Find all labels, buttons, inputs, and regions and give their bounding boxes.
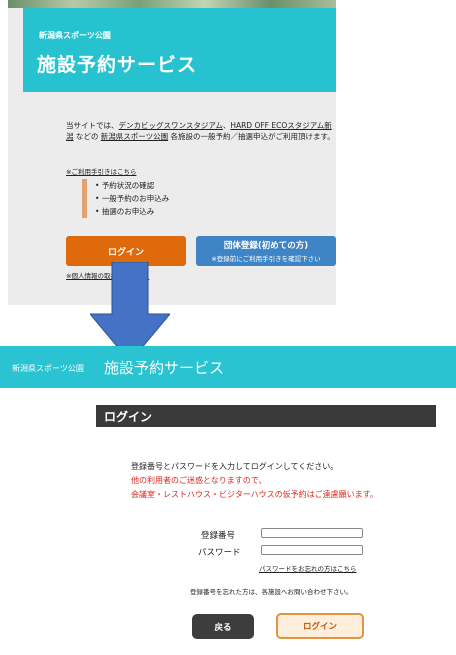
instruction-text: 登録番号とパスワードを入力してログインしてください。 xyxy=(131,462,339,471)
login-submit-button[interactable]: ログイン xyxy=(276,613,364,639)
password-input[interactable] xyxy=(261,545,363,555)
feature-list: 予約状況の確認 一般予約のお申込み 抽選のお申込み xyxy=(82,179,169,218)
intro-middle: などの xyxy=(73,132,101,141)
registration-number-input[interactable] xyxy=(261,528,363,538)
top-login-button[interactable]: ログイン xyxy=(66,236,186,266)
header-photo-strip xyxy=(8,0,336,8)
group-registration-button[interactable]: 団体登録(初めての方) ※登録前にご利用手引きを確認下さい xyxy=(196,236,336,266)
password-label: パスワード xyxy=(198,548,241,558)
login-section-title: ログイン xyxy=(104,410,153,424)
privacy-policy-link[interactable]: ※個人情報の取扱いについて xyxy=(66,272,150,280)
forgot-password-link[interactable]: パスワードをお忘れの方はこちら xyxy=(259,565,357,573)
list-item: 抽選のお申込み xyxy=(95,205,169,218)
user-guide-link[interactable]: ※ご利用手引きはこちら xyxy=(66,168,137,176)
link-hard-off-eco-stadium[interactable]: HARD OFF ECOスタジアム新潟 xyxy=(66,121,332,141)
login-instructions: 登録番号とパスワードを入力してログインしてください。 他の利用者のご迷惑となりま… xyxy=(131,460,451,502)
back-button[interactable]: 戻る xyxy=(192,614,254,639)
previous-screen-capture: 新潟県スポーツ公園 施設予約サービス 当サイトでは、デンカビッグスワンスタジアム… xyxy=(8,0,336,305)
bottom-brand-name: 新潟県スポーツ公園 xyxy=(12,364,84,373)
intro-separator: 、 xyxy=(222,121,231,130)
list-item: 予約状況の確認 xyxy=(95,179,169,192)
group-registration-label: 団体登録(初めての方) xyxy=(223,241,309,251)
registration-number-label: 登録番号 xyxy=(201,531,236,541)
top-header-banner: 新潟県スポーツ公園 施設予約サービス xyxy=(23,8,336,92)
login-section-bar: ログイン xyxy=(96,405,436,427)
login-page-header: 新潟県スポーツ公園 施設予約サービス xyxy=(0,346,456,388)
group-registration-note: ※登録前にご利用手引きを確認下さい xyxy=(211,255,321,263)
down-arrow-icon xyxy=(90,262,170,362)
bottom-service-title: 施設予約サービス xyxy=(104,359,225,377)
intro-prefix: 当サイトでは、 xyxy=(66,121,119,130)
warning-text-1: 他の利用者のご迷惑となりますので、 xyxy=(131,476,267,485)
intro-suffix: 各施設の一般予約／抽選申込がご利用頂けます。 xyxy=(168,132,335,141)
warning-text-2: 会議室・レストハウス・ビジターハウスの仮予約はご遠慮願います。 xyxy=(131,490,378,499)
link-denka-big-swan[interactable]: デンカビッグスワンスタジアム xyxy=(118,121,223,130)
forgot-id-note: 登録番号を忘れた方は、各施設へお問い合わせ下さい。 xyxy=(190,588,353,596)
top-intro-text: 当サイトでは、デンカビッグスワンスタジアム、HARD OFF ECOスタジアム新… xyxy=(66,120,336,142)
top-brand-name: 新潟県スポーツ公園 xyxy=(39,31,111,40)
top-service-title: 施設予約サービス xyxy=(37,54,198,76)
list-item: 一般予約のお申込み xyxy=(95,192,170,205)
link-sports-park[interactable]: 新潟県スポーツ公園 xyxy=(100,132,169,141)
